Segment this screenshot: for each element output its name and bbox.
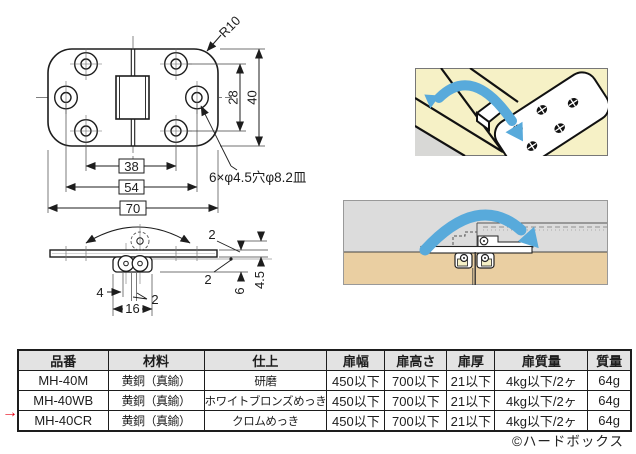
cell-mass: 64g — [587, 390, 632, 411]
copyright-text: ©ハードボックス — [511, 434, 624, 449]
dim-28: 28 — [226, 90, 241, 104]
col-header-finish: 仕上 — [203, 349, 328, 371]
dim-2-top: 2 — [208, 227, 215, 242]
cell-door-height: 700以下 — [384, 370, 448, 391]
col-header-door-width: 扉幅 — [326, 349, 386, 371]
cell-mass: 64g — [587, 370, 632, 391]
cell-material: 黄銅（真鍮） — [107, 370, 205, 391]
cell-door-thick: 21以下 — [446, 390, 496, 411]
dim-16: 16 — [125, 301, 139, 316]
cell-door-width: 450以下 — [326, 370, 386, 391]
cell-finish: クロムめっき — [203, 410, 328, 432]
hinge-side-view: 4.5 6 2 2 4 2 16 — [49, 224, 272, 316]
dim-4: 4 — [96, 285, 103, 300]
cell-door-width: 450以下 — [326, 390, 386, 411]
cell-door-mass: 4kg以下/2ヶ — [494, 390, 589, 411]
cell-door-thick: 21以下 — [446, 410, 496, 432]
usage-illustration-section — [343, 200, 608, 285]
cell-mass: 64g — [587, 410, 632, 432]
dim-38: 38 — [124, 159, 138, 174]
spec-table: 品番 材料 仕上 扉幅 扉高さ 扉厚 扉質量 質量 MH-40M 黄銅（真鍮） … — [17, 349, 632, 432]
cell-door-height: 700以下 — [384, 390, 448, 411]
cell-part-no: MH-40M — [17, 370, 109, 391]
hinge-top-view: 38 54 70 28 40 R10 6×φ4.5穴φ8.2皿 — [36, 13, 306, 216]
table-row: MH-40M 黄銅（真鍮） 研磨 450以下 700以下 21以下 4kg以下/… — [17, 370, 632, 391]
col-header-mass: 質量 — [587, 349, 632, 371]
cell-finish: ホワイトブロンズめっき — [203, 390, 328, 411]
cell-part-no: MH-40CR — [17, 410, 109, 432]
swing-arc-arrow-icon — [85, 226, 191, 244]
col-header-door-thick: 扉厚 — [446, 349, 496, 371]
dim-70: 70 — [126, 201, 140, 216]
knuckle-section — [454, 252, 495, 269]
dim-4-5: 4.5 — [252, 271, 267, 289]
row-highlight-arrow-icon: → — [2, 404, 18, 421]
dim-6: 6 — [232, 287, 247, 294]
cell-part-no: MH-40WB — [17, 390, 109, 411]
col-header-door-height: 扉高さ — [384, 349, 448, 371]
spec-table-header-row: 品番 材料 仕上 扉幅 扉高さ 扉厚 扉質量 質量 — [17, 349, 632, 371]
cell-finish: 研磨 — [203, 370, 328, 391]
hole-spec-note: 6×φ4.5穴φ8.2皿 — [209, 170, 306, 185]
cell-material: 黄銅（真鍮） — [107, 390, 205, 411]
cell-door-mass: 4kg以下/2ヶ — [494, 410, 589, 432]
col-header-part-no: 品番 — [17, 349, 109, 371]
dim-2-mid: 2 — [204, 272, 211, 287]
usage-illustration-open — [415, 68, 608, 156]
table-row: MH-40WB 黄銅（真鍮） ホワイトブロンズめっき 450以下 700以下 2… — [17, 390, 632, 411]
cell-door-height: 700以下 — [384, 410, 448, 432]
dim-2-bottom: 2 — [151, 292, 158, 307]
cell-door-thick: 21以下 — [446, 370, 496, 391]
hinge-technical-drawing: 38 54 70 28 40 R10 6×φ4.5穴φ8.2皿 — [36, 13, 306, 316]
rotation-arrow-icon — [424, 80, 524, 142]
cell-door-width: 450以下 — [326, 410, 386, 432]
table-row-highlighted: MH-40CR 黄銅（真鍮） クロムめっき 450以下 700以下 21以下 4… — [17, 410, 632, 432]
dim-54: 54 — [124, 180, 138, 195]
cell-material: 黄銅（真鍮） — [107, 410, 205, 432]
col-header-door-mass: 扉質量 — [494, 349, 589, 371]
dim-40: 40 — [245, 90, 260, 104]
cell-door-mass: 4kg以下/2ヶ — [494, 370, 589, 391]
col-header-material: 材料 — [107, 349, 205, 371]
rotation-arrow-icon — [419, 209, 539, 256]
